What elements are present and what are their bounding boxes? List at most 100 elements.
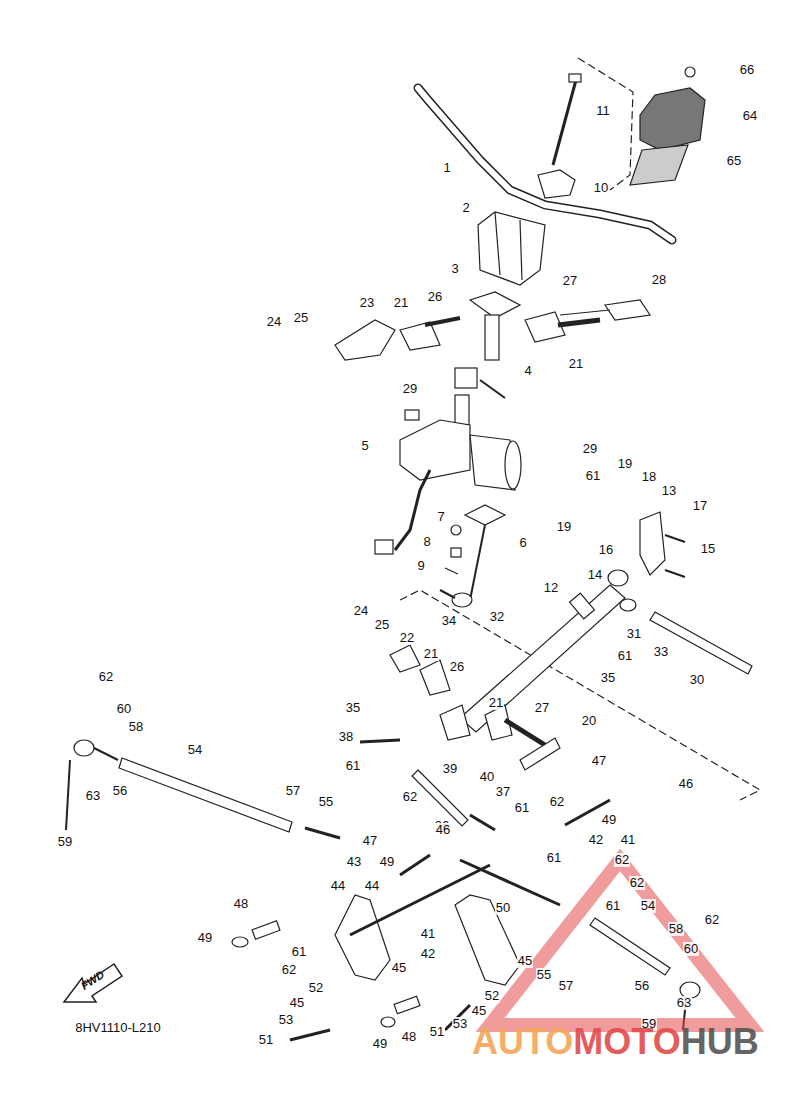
callout-number: 62 — [704, 913, 720, 927]
callout-number: 56 — [112, 784, 128, 798]
callout-number: 45 — [517, 954, 533, 968]
callout-number: 38 — [338, 730, 354, 744]
callout-number: 9 — [416, 559, 425, 573]
callout-number: 49 — [601, 813, 617, 827]
callout-number: 62 — [614, 853, 630, 867]
callout-number: 27 — [534, 701, 550, 715]
callout-number: 59 — [57, 835, 73, 849]
callout-number: 17 — [692, 499, 708, 513]
callout-number: 55 — [318, 795, 334, 809]
callout-number: 24 — [266, 315, 282, 329]
callout-number: 19 — [556, 520, 572, 534]
callout-number: 4 — [523, 364, 532, 378]
diagram-code: 8HV1110-L210 — [74, 1021, 162, 1035]
callout-number: 21 — [423, 647, 439, 661]
callout-number: 27 — [562, 274, 578, 288]
callout-number: 61 — [605, 899, 621, 913]
callout-number: 22 — [399, 631, 415, 645]
callout-number: 41 — [620, 833, 636, 847]
callout-number: 32 — [489, 610, 505, 624]
callout-number: 5 — [360, 439, 369, 453]
callout-number: 47 — [362, 834, 378, 848]
callout-number: 61 — [585, 469, 601, 483]
callout-number: 51 — [429, 1025, 445, 1039]
callout-number: 3 — [450, 262, 459, 276]
watermark: MOTO — [573, 1022, 680, 1062]
callout-number: 65 — [726, 154, 742, 168]
callout-number: 57 — [285, 784, 301, 798]
callout-number: 20 — [581, 714, 597, 728]
callout-number: 55 — [536, 968, 552, 982]
callout-number: 37 — [495, 785, 511, 799]
callout-number: 10 — [593, 181, 609, 195]
callout-number: 61 — [291, 945, 307, 959]
callout-number: 35 — [345, 701, 361, 715]
callout-number: 21 — [488, 696, 504, 710]
callout-number: 58 — [128, 720, 144, 734]
callout-number: 47 — [591, 754, 607, 768]
watermark: AUTO — [472, 1022, 573, 1062]
callout-number: 54 — [640, 899, 656, 913]
callout-number: 15 — [700, 542, 716, 556]
callout-number: 49 — [379, 855, 395, 869]
callout-number: 23 — [359, 296, 375, 310]
callout-number: 13 — [661, 484, 677, 498]
callout-number: 28 — [651, 273, 667, 287]
callout-number: 56 — [634, 979, 650, 993]
direction-arrow: FWD — [62, 962, 124, 1006]
callout-number: 11 — [595, 104, 611, 118]
callout-number: 60 — [116, 702, 132, 716]
callout-number: 46 — [435, 823, 451, 837]
callout-number: 54 — [187, 743, 203, 757]
callout-number: 26 — [427, 290, 443, 304]
callout-number: 1 — [442, 161, 451, 175]
callout-number: 44 — [364, 879, 380, 893]
callout-number: 45 — [391, 961, 407, 975]
callout-number: 66 — [739, 63, 755, 77]
callout-number: 61 — [345, 759, 361, 773]
callout-number: 6 — [518, 536, 527, 550]
callout-number: 63 — [676, 996, 692, 1010]
callout-number: 49 — [372, 1037, 388, 1051]
callout-number: 44 — [330, 879, 346, 893]
callout-number: 42 — [588, 833, 604, 847]
callout-number: 62 — [402, 790, 418, 804]
callout-number: 53 — [278, 1013, 294, 1027]
callout-number: 61 — [514, 801, 530, 815]
callout-number: 29 — [402, 382, 418, 396]
callout-number: 62 — [98, 670, 114, 684]
callout-number: 50 — [495, 901, 511, 915]
callout-number: 62 — [629, 876, 645, 890]
callout-number: 58 — [668, 922, 684, 936]
callout-number: 61 — [546, 851, 562, 865]
callout-number: 21 — [568, 357, 584, 371]
callout-number: 16 — [598, 543, 614, 557]
callout-number: 21 — [393, 296, 409, 310]
callout-number: 48 — [401, 1030, 417, 1044]
callout-number: 57 — [558, 979, 574, 993]
callout-number: 26 — [449, 660, 465, 674]
callout-number: 40 — [479, 770, 495, 784]
callout-number: 19 — [617, 457, 633, 471]
callout-number: 48 — [233, 897, 249, 911]
callout-number: 52 — [484, 989, 500, 1003]
callout-number: 49 — [197, 931, 213, 945]
callout-number: 25 — [374, 618, 390, 632]
callout-number: 64 — [742, 109, 758, 123]
callout-number: 45 — [289, 996, 305, 1010]
callout-number: 61 — [617, 649, 633, 663]
callout-number: 39 — [442, 762, 458, 776]
callout-number: 8 — [422, 535, 431, 549]
callout-number: 52 — [308, 981, 324, 995]
callout-number: 53 — [452, 1017, 468, 1031]
callout-number: 33 — [653, 645, 669, 659]
callout-number: 12 — [543, 581, 559, 595]
callout-number: 14 — [587, 568, 603, 582]
callout-number: 29 — [582, 442, 598, 456]
callout-number: 51 — [258, 1033, 274, 1047]
callout-number: 62 — [549, 795, 565, 809]
callout-number: 43 — [346, 855, 362, 869]
